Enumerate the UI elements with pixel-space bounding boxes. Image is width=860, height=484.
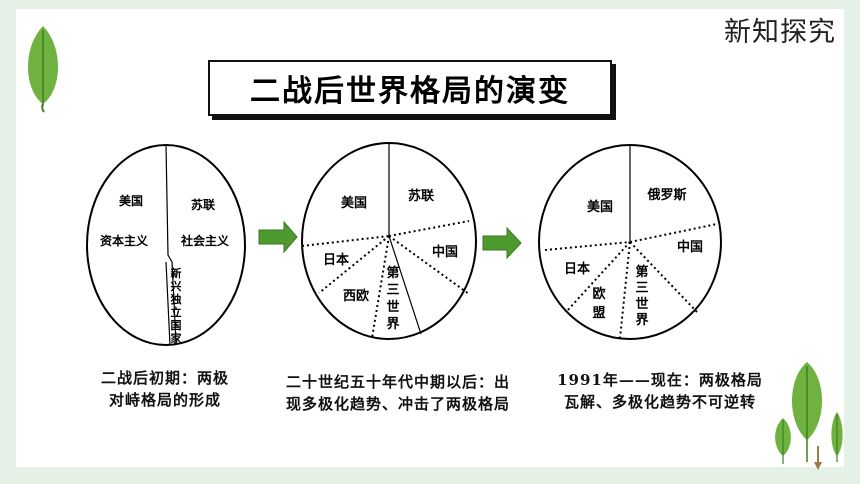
caption-line: 对峙格局的形成 [108,391,221,409]
label-new-states-char: 新 [171,266,182,280]
label-third-world-char: 世 [635,296,648,312]
label-usa: 美国 [119,193,143,208]
leaf-icon-top-left [27,26,59,113]
divider-line-dotted [629,241,698,313]
divider-line-dotted [371,235,390,339]
divider-line [165,261,171,346]
label-usa: 美国 [341,195,367,211]
divider-line-dotted [388,235,470,295]
caption-panel-2: 二十世纪五十年代中期以后：出 现多极化趋势、冲击了两极格局 [262,371,534,415]
label-third-world-char: 界 [635,312,648,328]
arrow-icon [258,220,298,254]
label-japan: 日本 [323,252,349,268]
divider-line-dotted [565,241,631,313]
label-third-world-char: 界 [386,316,399,332]
label-third-world-char: 第 [635,264,648,280]
divider-line [165,144,177,344]
shovel-icon [814,446,822,470]
leaf-icon-bottom-right-thin [831,412,843,462]
caption-panel-3: 1991年——现在：两极格局 瓦解、多极化趋势不可逆转 [540,369,780,413]
divider-line-dotted [619,241,631,339]
caption-line: 二战后初期：两极 [100,369,229,387]
label-eu-char: 盟 [592,305,605,321]
label-new-states-char: 兴 [171,279,182,293]
label-capitalism: 资本主义 [100,233,149,248]
label-usa: 美国 [587,199,613,215]
caption-line: 二十世纪五十年代中期以后：出 [285,373,510,391]
leaf-icon-bottom-right-large [791,362,823,462]
diagram-panel-2 [301,142,477,340]
label-eu-char: 欧 [592,286,605,302]
label-third-world-char: 第 [386,265,399,281]
diagram-panel-1 [86,144,246,346]
label-new-states-char: 立 [171,305,182,319]
divider-line-dotted [544,241,631,251]
label-new-states-char: 独 [170,292,182,306]
label-china: 中国 [677,239,703,255]
divider-line-dotted [388,220,470,237]
label-west-europe: 西欧 [343,288,369,304]
leaf-icon-bottom-right-small [775,418,791,464]
label-russia: 俄罗斯 [646,187,686,203]
label-new-states-char: 家 [171,331,183,345]
section-label: 新知探究 [724,17,836,48]
label-new-states-char: 国 [171,319,182,332]
arrow-icon [482,226,522,260]
caption-line: 现多极化趋势、冲击了两极格局 [285,395,510,413]
label-ussr: 苏联 [191,197,215,212]
label-third-world-char: 三 [386,283,399,298]
label-japan: 日本 [564,261,590,277]
caption-panel-1: 二战后初期：两极 对峙格局的形成 [80,367,250,411]
caption-line: 1991年——现在：两极格局 [557,371,763,389]
divider-line [388,235,422,335]
page-title: 二战后世界格局的演变 [250,74,570,109]
caption-line: 瓦解、多极化趋势不可逆转 [563,393,756,411]
label-third-world-char: 世 [386,299,399,315]
diagram-panel-3 [538,144,722,340]
label-china: 中国 [432,244,458,260]
label-third-world-char: 三 [635,281,648,296]
label-socialism: 社会主义 [180,233,230,248]
divider-line-dotted [318,235,390,294]
label-ussr: 苏联 [408,188,434,204]
title-box: 二战后世界格局的演变 [208,60,612,116]
